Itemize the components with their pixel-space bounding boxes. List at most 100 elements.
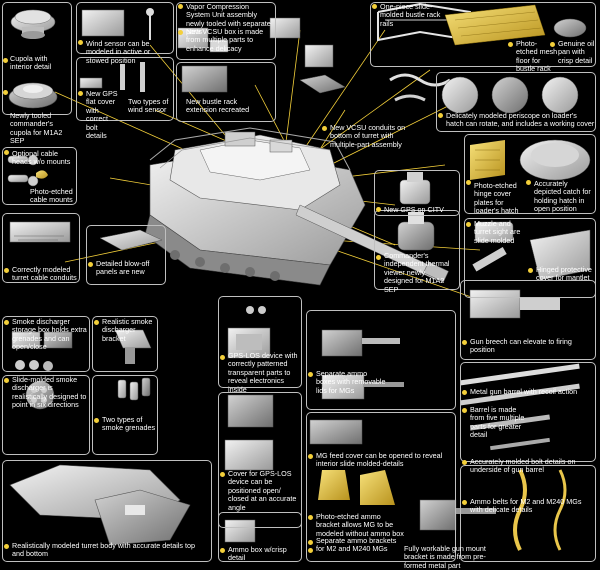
callout-dot — [466, 180, 471, 185]
caption-hatch-catch: Accurately depicted catch for holding ha… — [534, 179, 591, 214]
callout-dot — [78, 91, 83, 96]
gps-citv-frame — [374, 170, 460, 216]
callout-dot — [4, 378, 9, 383]
caption-wind-sensor: Wind sensor can be modeled in active or … — [86, 39, 151, 65]
callout-dot — [526, 180, 531, 185]
gps-frame — [76, 57, 174, 121]
smoke-box-part — [11, 331, 73, 371]
grenades-part — [117, 377, 151, 401]
callout-dot — [462, 408, 467, 413]
ammo-box-frame — [218, 512, 302, 562]
cable-conduit-part — [9, 221, 71, 243]
caption-gps-citv: New GPS on CITV — [384, 205, 444, 214]
smoke-bracket-frame — [92, 316, 158, 372]
callout-dot — [220, 355, 225, 360]
callout-dot — [550, 42, 555, 47]
blowoff-frame — [86, 225, 166, 285]
ammo-belt-part — [513, 469, 567, 551]
ammo-box-part — [224, 519, 256, 543]
smoke-bracket-part — [114, 329, 152, 364]
hatch-catch-part — [519, 139, 591, 181]
citv-frame — [374, 210, 460, 290]
callout-dot — [4, 320, 9, 325]
callout-dot — [308, 454, 313, 459]
caption-vcsu-box: New VCSU box is made from multiple parts… — [186, 27, 264, 53]
caption-gps-los-cover: Cover for GPS-LOS device can be position… — [228, 469, 297, 512]
caption-cable-conduits: Correctly modeled turret cable conduits — [12, 265, 77, 283]
callout-dot — [3, 58, 8, 63]
hinge-cover-part — [470, 140, 505, 180]
caption-muzzle: Muzzle and turret sight are slide molded — [474, 219, 521, 245]
tooled-cupola-part — [8, 82, 58, 109]
callout-dot — [372, 4, 377, 9]
caption-gps-cover: New GPS flat cover with correct bolt det… — [86, 89, 118, 141]
callout-dot — [3, 90, 8, 95]
smoke-discharger-frame — [2, 375, 90, 455]
caption-gun-mount: Fully workable gun mount bracket is made… — [404, 544, 486, 570]
cupola-part — [10, 9, 56, 39]
wind-sensor-frame — [76, 2, 174, 54]
caption-mg-feed: MG feed cover can be opened to reveal in… — [316, 451, 443, 469]
wind-sensor-part — [81, 8, 154, 40]
caption-ammo-box: Ammo box w/crisp detail — [228, 545, 287, 563]
mesh-floor-part — [444, 4, 546, 46]
caption-sep-brackets: Separate ammo brackets for M2 and M240 M… — [316, 536, 397, 554]
periscope-frame — [436, 72, 596, 132]
callout-dot — [308, 515, 313, 520]
breech-part — [469, 289, 560, 319]
callout-dot — [462, 390, 467, 395]
callout-dot — [308, 372, 313, 377]
muzzle-frame — [464, 218, 596, 298]
callout-dot — [438, 113, 443, 118]
barrel-part — [460, 363, 580, 451]
caption-bustle-rack: One-piece slide-molded bustle rack rails — [380, 2, 441, 28]
grenade-frame — [92, 375, 158, 455]
callout-dot — [322, 126, 327, 131]
caption-periscope: Delicately modeled periscope on loader's… — [446, 111, 595, 129]
vcsu-parts — [177, 17, 346, 94]
caption-gps-los: GPS-LOS device with correctly patterned … — [228, 351, 298, 394]
caption-recoil: Metal gun barrel with recoil action — [470, 387, 578, 396]
cable-frame — [2, 147, 77, 205]
smoke-box-frame — [2, 316, 90, 372]
gps-cover-part — [79, 62, 145, 92]
callout-dot — [4, 150, 9, 155]
gun-mount-part — [419, 499, 496, 531]
caption-mesh-floor: Photo-etched mesh floor for bustle rack — [516, 39, 558, 74]
caption-bolt-details: Accurately molded bolt details on unders… — [470, 457, 576, 475]
caption-oil-pan: Genuine oil pan with crisp detail — [558, 39, 595, 65]
conduit-parts — [389, 73, 451, 102]
callout-dot — [462, 340, 467, 345]
caption-turret-body: Realistically modeled turret body with a… — [12, 541, 195, 559]
callout-dot — [94, 418, 99, 423]
caption-pe-mounts: Photo-etched cable mounts — [30, 187, 73, 205]
caption-belts: Ammo belts for M2 and M240 MGs with deli… — [470, 497, 582, 515]
tank-illustration — [144, 127, 449, 286]
caption-pe-bracket: Photo-etched ammo bracket allows MG to b… — [316, 512, 404, 538]
barrel-frame — [460, 362, 596, 462]
mg-frame — [306, 310, 456, 410]
caption-smoke-box: Smoke discharger storage box holds extra… — [12, 317, 87, 352]
gps-los-part — [227, 306, 271, 359]
mantlet-part — [529, 229, 591, 281]
vcs-frame — [176, 2, 276, 60]
bustle-ext-frame — [176, 62, 276, 122]
caption-mantlet: Hinged protective cover for mantlet — [536, 265, 592, 283]
callout-dot — [4, 544, 9, 549]
callout-dot — [376, 207, 381, 212]
callout-dot — [178, 30, 183, 35]
breech-frame — [460, 280, 596, 360]
mg-parts — [309, 329, 404, 445]
caption-wind-types: Two types of wind sensor — [128, 97, 169, 115]
gps-los-frame — [218, 296, 302, 388]
callout-dot — [308, 548, 313, 553]
callout-dot — [88, 262, 93, 267]
callout-dot — [466, 222, 471, 227]
gps-los-cover-frame — [218, 392, 302, 528]
callout-dot — [376, 255, 381, 260]
turret-body-part — [9, 464, 191, 546]
caption-breech: Gun breech can elevate to firing positio… — [470, 337, 572, 355]
cupola-frame — [2, 2, 72, 115]
